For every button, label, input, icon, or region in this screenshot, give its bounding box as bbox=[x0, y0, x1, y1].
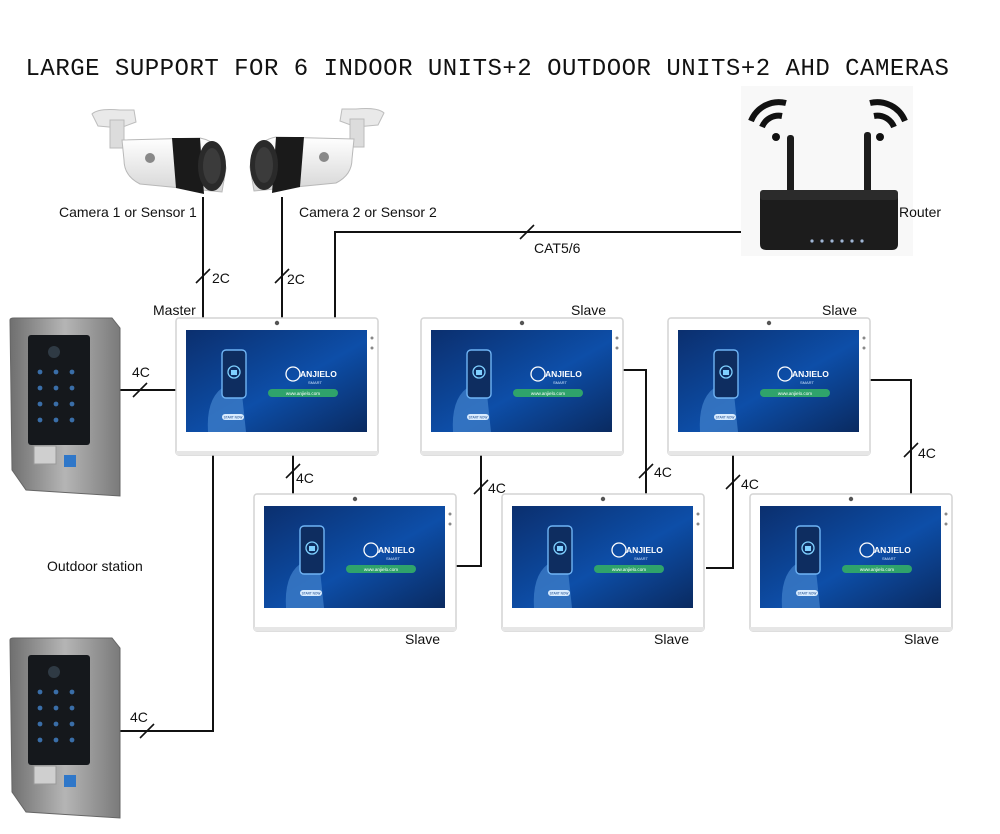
outdoor-station-label: Outdoor station bbox=[47, 558, 143, 574]
screen-brand: ANJIELO bbox=[874, 545, 911, 555]
router bbox=[741, 86, 913, 256]
screen-brand: ANJIELO bbox=[626, 545, 663, 555]
screen-brand-sub: SMART bbox=[882, 556, 896, 561]
wire-slave-b2-t3 bbox=[706, 454, 734, 569]
outdoor-station-1 bbox=[9, 317, 121, 497]
wifi-signal-icon bbox=[748, 99, 908, 141]
wire-label-cat: CAT5/6 bbox=[534, 240, 581, 256]
wire-label-4c-outdoor1: 4C bbox=[132, 364, 150, 380]
camera-2 bbox=[249, 108, 385, 193]
screen-url: www.anjielo.com bbox=[364, 567, 398, 572]
wire-slave-t3-b3 bbox=[868, 379, 912, 494]
screen-brand-sub: SMART bbox=[386, 556, 400, 561]
wire-label-4c-b1-t2: 4C bbox=[488, 480, 506, 496]
wire-label-2c-camera2: 2C bbox=[287, 271, 305, 287]
screen-brand: ANJIELO bbox=[792, 369, 829, 379]
wire-label-4c-master-b1: 4C bbox=[296, 470, 314, 486]
screen-brand: ANJIELO bbox=[300, 369, 337, 379]
screen-brand: ANJIELO bbox=[378, 545, 415, 555]
screen-start-button: START NOW bbox=[469, 416, 488, 420]
screen-start-button: START NOW bbox=[224, 416, 243, 420]
screen-url: www.anjielo.com bbox=[612, 567, 646, 572]
screen-brand-sub: SMART bbox=[553, 380, 567, 385]
screen-url: www.anjielo.com bbox=[286, 391, 320, 396]
screen-start-button: START NOW bbox=[302, 592, 321, 596]
camera1-label: Camera 1 or Sensor 1 bbox=[59, 204, 197, 220]
router-label: Router bbox=[899, 204, 942, 220]
screen-brand: ANJIELO bbox=[545, 369, 582, 379]
camera2-label: Camera 2 or Sensor 2 bbox=[299, 204, 437, 220]
slave-label-top-2: Slave bbox=[571, 302, 607, 318]
wire-router-master bbox=[334, 231, 742, 318]
wiring bbox=[120, 197, 912, 732]
screen-url: www.anjielo.com bbox=[778, 391, 812, 396]
screen-url: www.anjielo.com bbox=[860, 567, 894, 572]
wire-label-4c-b2-t3: 4C bbox=[741, 476, 759, 492]
wire-slave-t2-b2 bbox=[622, 369, 647, 494]
master-label: Master bbox=[153, 302, 196, 318]
screen-url: www.anjielo.com bbox=[531, 391, 565, 396]
screen-start-button: START NOW bbox=[716, 416, 735, 420]
wire-label-4c-t2-b2: 4C bbox=[654, 464, 672, 480]
diagram-title: LARGE SUPPORT FOR 6 INDOOR UNITS+2 OUTDO… bbox=[25, 56, 950, 83]
screen-brand-sub: SMART bbox=[308, 380, 322, 385]
wire-slash-marks bbox=[132, 224, 919, 739]
wire-slave-b1-t2 bbox=[455, 454, 482, 567]
screen-brand-sub: SMART bbox=[800, 380, 814, 385]
wire-label-4c-outdoor2: 4C bbox=[130, 709, 148, 725]
slave-label-bottom-2: Slave bbox=[654, 631, 690, 647]
slave-label-bottom-1: Slave bbox=[405, 631, 441, 647]
screen-start-button: START NOW bbox=[550, 592, 569, 596]
wire-label-4c-t3-b3: 4C bbox=[918, 445, 936, 461]
screen-start-button: START NOW bbox=[798, 592, 817, 596]
screen-brand-sub: SMART bbox=[634, 556, 648, 561]
camera-1 bbox=[91, 109, 227, 194]
outdoor-station-2 bbox=[9, 637, 121, 819]
slave-label-bottom-3: Slave bbox=[904, 631, 940, 647]
wire-label-2c-camera1: 2C bbox=[212, 270, 230, 286]
wire-master-outdoor2 bbox=[120, 454, 214, 732]
slave-label-top-3: Slave bbox=[822, 302, 858, 318]
